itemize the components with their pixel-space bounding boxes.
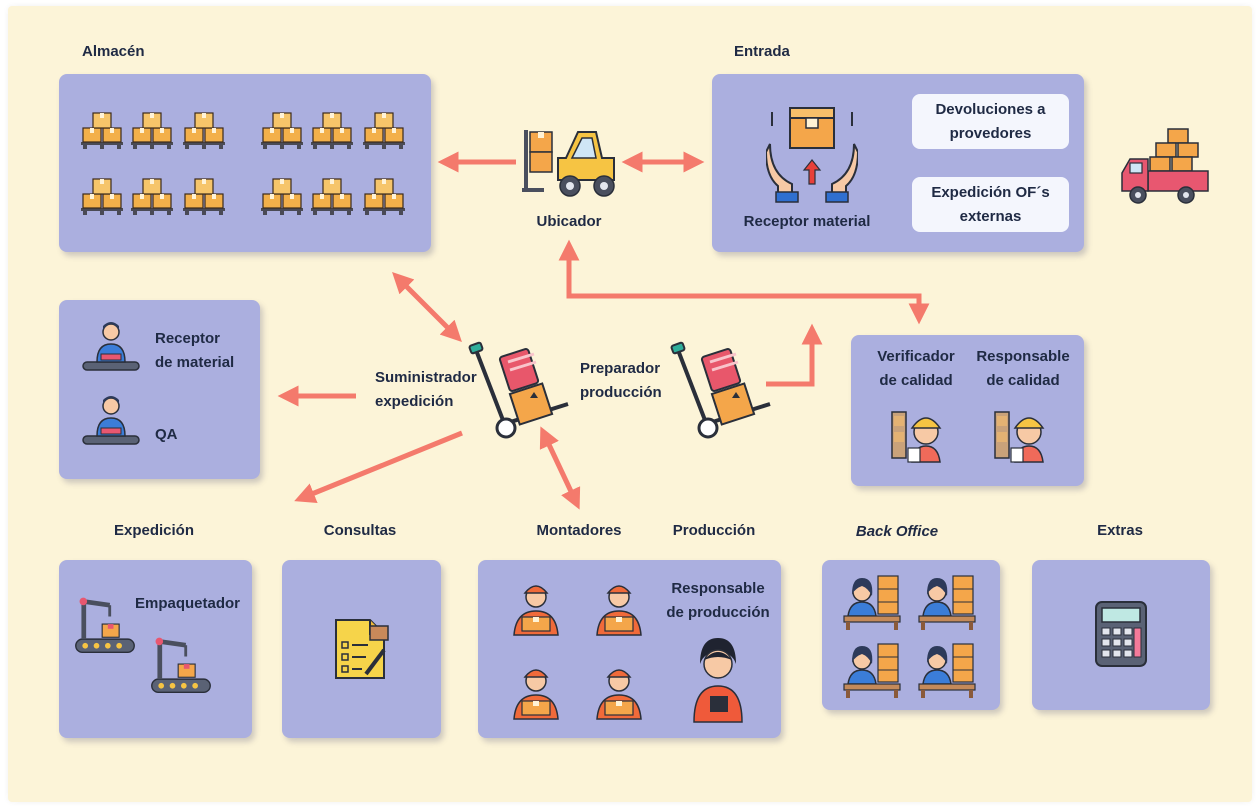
section-label-back-office: Back Office xyxy=(855,523,939,540)
assembler-worker-icon xyxy=(589,576,649,638)
hardhat-worker-icon xyxy=(993,404,1053,464)
forklift-icon xyxy=(522,130,615,197)
calidad-box xyxy=(851,335,1084,486)
assembler-worker-icon xyxy=(589,660,649,722)
pallet-boxes-icon xyxy=(308,104,356,152)
pallet-boxes-icon xyxy=(180,170,228,218)
pallet-boxes-icon xyxy=(258,104,306,152)
office-worker-icon xyxy=(842,640,902,700)
empaquetador-label: Empaquetador xyxy=(135,595,241,612)
hand-truck-icon xyxy=(468,340,578,440)
preparador-label: Preparador producción xyxy=(580,360,662,401)
section-label-expedicion: Expedición xyxy=(113,522,195,539)
ubicador-label: Ubicador xyxy=(536,213,602,230)
calculator-icon xyxy=(1095,601,1147,667)
delivery-truck-icon xyxy=(1121,128,1209,204)
office-worker-icon xyxy=(917,640,977,700)
pallet-boxes-icon xyxy=(360,104,408,152)
section-label-extras: Extras xyxy=(1097,522,1143,539)
pallet-boxes-icon xyxy=(78,104,126,152)
pallet-boxes-icon xyxy=(78,170,126,218)
robot-arm-icon xyxy=(72,592,138,658)
pallet-boxes-icon xyxy=(258,170,306,218)
assembler-worker-icon xyxy=(506,660,566,722)
hands-box-icon xyxy=(766,107,858,203)
robot-arm-icon xyxy=(148,632,214,698)
conveyor-worker-icon xyxy=(81,392,141,452)
hand-truck-icon xyxy=(670,340,780,440)
receptor-qa-box xyxy=(59,300,260,479)
qa-label: QA xyxy=(155,426,178,443)
pallet-boxes-icon xyxy=(180,104,228,152)
verificador-calidad-label: Verificador de calidad xyxy=(877,348,955,389)
responsable-calidad-label: Responsable de calidad xyxy=(976,348,1070,389)
pallet-boxes-icon xyxy=(128,104,176,152)
suministrador-label: Suministrador expedición xyxy=(375,369,477,410)
section-label-almacen: Almacén xyxy=(82,43,145,60)
responsable-produccion-label: Responsable de producción xyxy=(666,580,770,621)
checklist-icon xyxy=(335,619,389,679)
receptor-de-material-label: Receptor de material xyxy=(155,330,235,371)
section-label-montadores: Montadores xyxy=(536,522,622,539)
office-worker-icon xyxy=(842,572,902,632)
assembler-worker-icon xyxy=(506,576,566,638)
pallet-boxes-icon xyxy=(308,170,356,218)
section-label-produccion: Producción xyxy=(672,522,756,539)
pallet-boxes-icon xyxy=(128,170,176,218)
almacen-box xyxy=(59,74,431,252)
section-label-entrada: Entrada xyxy=(734,43,790,60)
section-label-consultas: Consultas xyxy=(323,522,397,539)
hardhat-worker-icon xyxy=(890,404,950,464)
conveyor-worker-icon xyxy=(81,318,141,378)
pallet-boxes-icon xyxy=(360,170,408,218)
receptor-material-label: Receptor material xyxy=(743,213,871,230)
office-worker-icon xyxy=(917,572,977,632)
production-manager-icon xyxy=(693,638,743,723)
